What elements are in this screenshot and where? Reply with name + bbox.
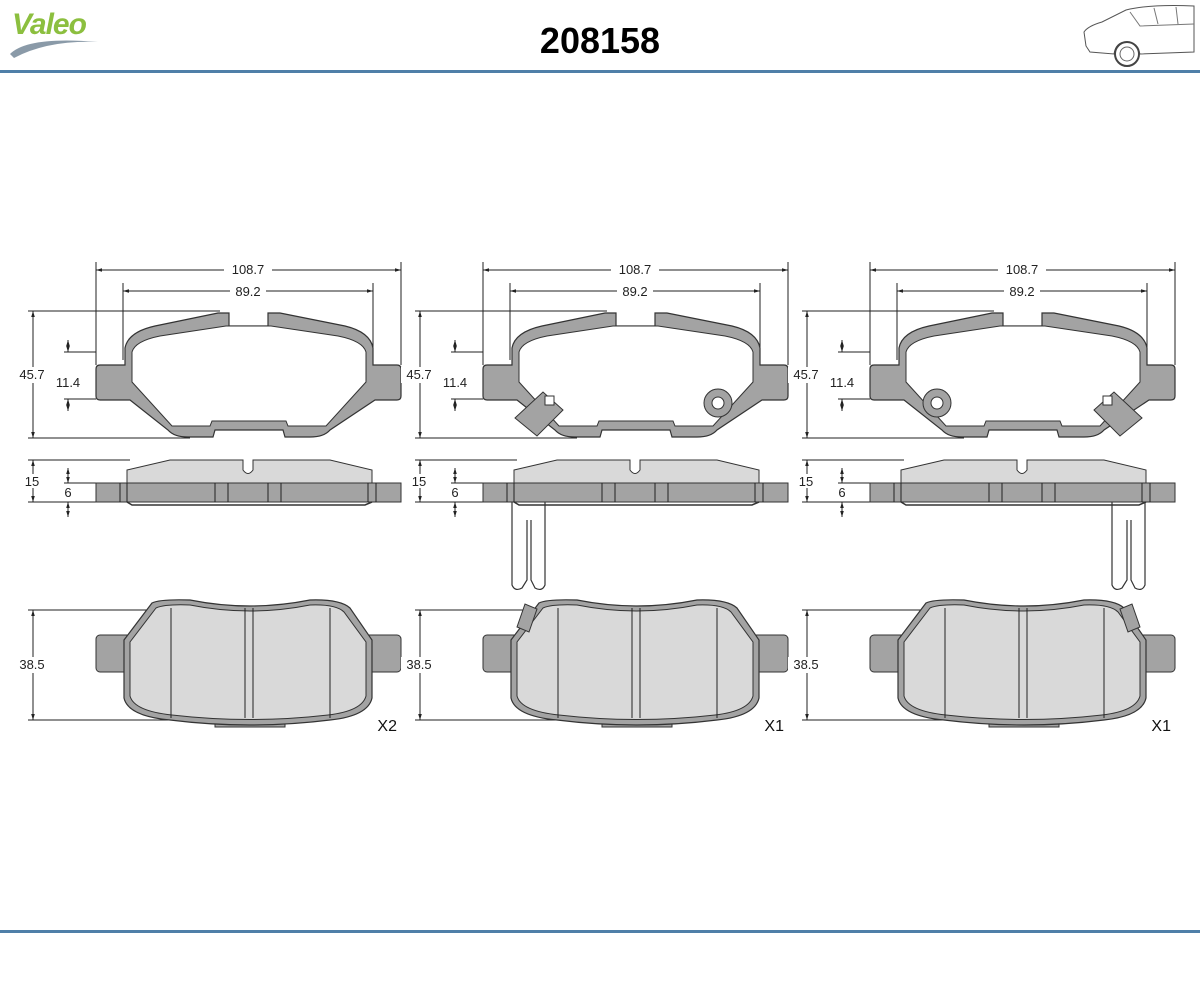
wear-sensor-hole (544, 395, 555, 406)
friction-side-view (126, 459, 373, 484)
thickness-label: 15 (412, 474, 426, 489)
underlayer-side-view (900, 501, 1147, 506)
mounting-hole (711, 396, 725, 410)
friction-side-view (513, 459, 760, 484)
thickness-label: 15 (25, 474, 39, 489)
label-bg (617, 283, 653, 297)
car-icon (1083, 5, 1195, 67)
friction-outline-top-view (518, 325, 754, 427)
label-bg (230, 283, 266, 297)
brand-logo-text: Valeo (12, 8, 87, 41)
inner-width-label: 89.2 (622, 284, 647, 299)
label-bg (998, 262, 1046, 276)
logo-swoosh-icon (10, 40, 98, 58)
wear-sensor-hole (1102, 395, 1113, 406)
pad-column-2: 108.7 89.2 45.7 11.4 15 6 38.5X1 (401, 262, 789, 735)
plate-thickness-label: 6 (64, 485, 71, 500)
valeo-logo: Valeo (8, 6, 118, 58)
label-bg (794, 474, 818, 488)
friction-side-view (900, 459, 1147, 484)
quantity-label: X2 (377, 718, 397, 735)
label-bg (14, 657, 50, 673)
label-bg (611, 262, 659, 276)
inner-width-label: 89.2 (1009, 284, 1034, 299)
quantity-label: X1 (764, 718, 784, 735)
backplate-side-view (95, 482, 402, 503)
label-bg (401, 657, 437, 673)
height-label: 45.7 (19, 367, 44, 382)
backplate-side-view (869, 482, 1176, 503)
overall-width-label: 108.7 (619, 262, 652, 277)
height-label: 45.7 (406, 367, 431, 382)
friction-height-label: 38.5 (19, 657, 44, 672)
overall-width-label: 108.7 (1006, 262, 1039, 277)
thickness-label: 15 (799, 474, 813, 489)
friction-bottom-view (129, 604, 367, 720)
ear-height-label: 11.4 (830, 375, 854, 390)
plate-thickness-label: 6 (451, 485, 458, 500)
plate-thickness-label: 6 (838, 485, 845, 500)
ear-height-label: 11.4 (56, 375, 80, 390)
ear-height-label: 11.4 (443, 375, 467, 390)
height-label: 45.7 (793, 367, 818, 382)
wear-sensor-tab (1119, 603, 1141, 633)
label-bg (224, 262, 272, 276)
friction-height-label: 38.5 (406, 657, 431, 672)
label-bg (14, 367, 50, 383)
friction-outline-top-view (905, 325, 1141, 427)
inner-width-label: 89.2 (235, 284, 260, 299)
backplate-side-view (482, 482, 789, 503)
friction-outline-top-view (131, 325, 367, 427)
friction-bottom-view (903, 604, 1141, 720)
pad-column-1: 108.7 89.2 45.7 11.4 15 6 38.5X2 (14, 262, 402, 735)
footer-divider (0, 930, 1200, 933)
underlayer-side-view (513, 501, 760, 506)
label-bg (401, 367, 437, 383)
label-bg (20, 474, 44, 488)
label-bg (1004, 283, 1040, 297)
friction-bottom-view (516, 604, 754, 720)
label-bg (788, 657, 824, 673)
wear-sensor-wire (1111, 502, 1146, 591)
quantity-label: X1 (1151, 718, 1171, 735)
mounting-hole (930, 396, 944, 410)
friction-height-label: 38.5 (793, 657, 818, 672)
pad-column-3: 108.7 89.2 45.7 11.4 15 6 38.5X1 (788, 262, 1176, 735)
label-bg (407, 474, 431, 488)
wear-sensor-wire (511, 502, 546, 591)
wear-sensor-tab (516, 603, 538, 633)
header-divider (0, 70, 1200, 73)
underlayer-side-view (126, 501, 373, 506)
overall-width-label: 108.7 (232, 262, 265, 277)
label-bg (788, 367, 824, 383)
part-number-title: 208158 (539, 20, 661, 61)
